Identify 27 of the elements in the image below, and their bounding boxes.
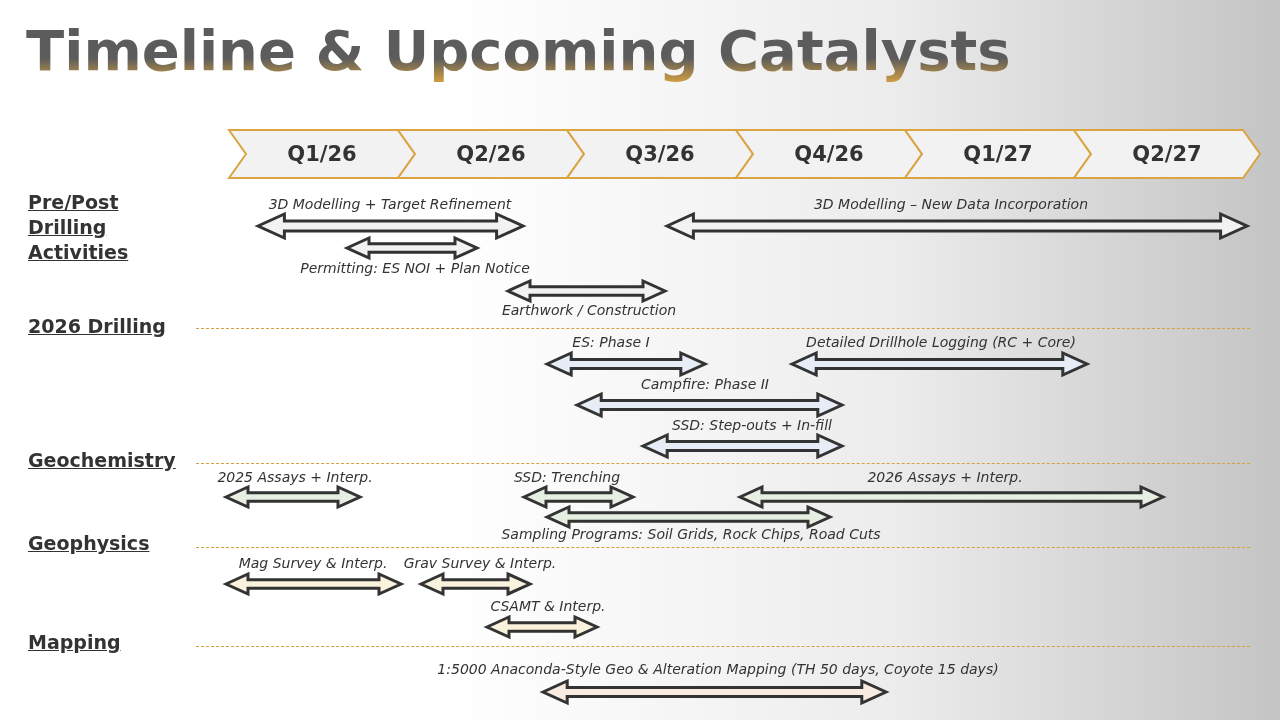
quarter-label: Q2/26	[455, 142, 527, 166]
activity-label: SSD: Trenching	[513, 469, 621, 485]
activity-label: CSAMT & Interp.	[490, 598, 606, 614]
activity-label: SSD: Step-outs + In-fill	[672, 417, 832, 433]
activity-label: Sampling Programs: Soil Grids, Rock Chips, Road Cuts	[501, 526, 881, 542]
activity-label: Grav Survey & Interp.	[403, 555, 557, 571]
section-heading: Pre/Post Drilling Activities	[28, 190, 130, 265]
quarter-label: Q2/27	[1131, 142, 1203, 166]
quarter-label: Q1/27	[962, 142, 1034, 166]
activity-label: 1:5000 Anaconda-Style Geo & Alteration Mapping (TH 50 days, Coyote 15 days)	[437, 661, 999, 677]
activity-label: Permitting: ES NOI + Plan Notice	[300, 260, 530, 276]
activity-label: Detailed Drillhole Logging (RC + Core)	[806, 334, 1076, 350]
section-heading: 2026 Drilling	[28, 314, 167, 339]
section-heading: Mapping	[28, 630, 122, 655]
quarter-label: Q1/26	[286, 142, 358, 166]
activity-label: Campfire: Phase II	[641, 376, 769, 392]
activity-label: Mag Survey & Interp.	[238, 555, 388, 571]
activity-label: Earthwork / Construction	[501, 302, 677, 318]
quarter-label: Q4/26	[793, 142, 865, 166]
activity-label: 2026 Assays + Interp.	[867, 469, 1023, 485]
activity-label: 3D Modelling – New Data Incorporation	[813, 196, 1089, 212]
activity-label: 3D Modelling + Target Refinement	[268, 196, 512, 212]
activity-label: 2025 Assays + Interp.	[217, 469, 373, 485]
quarter-label: Q3/26	[624, 142, 696, 166]
activity-label: ES: Phase I	[572, 334, 650, 350]
section-heading: Geochemistry	[28, 448, 177, 473]
section-heading: Geophysics	[28, 531, 151, 556]
